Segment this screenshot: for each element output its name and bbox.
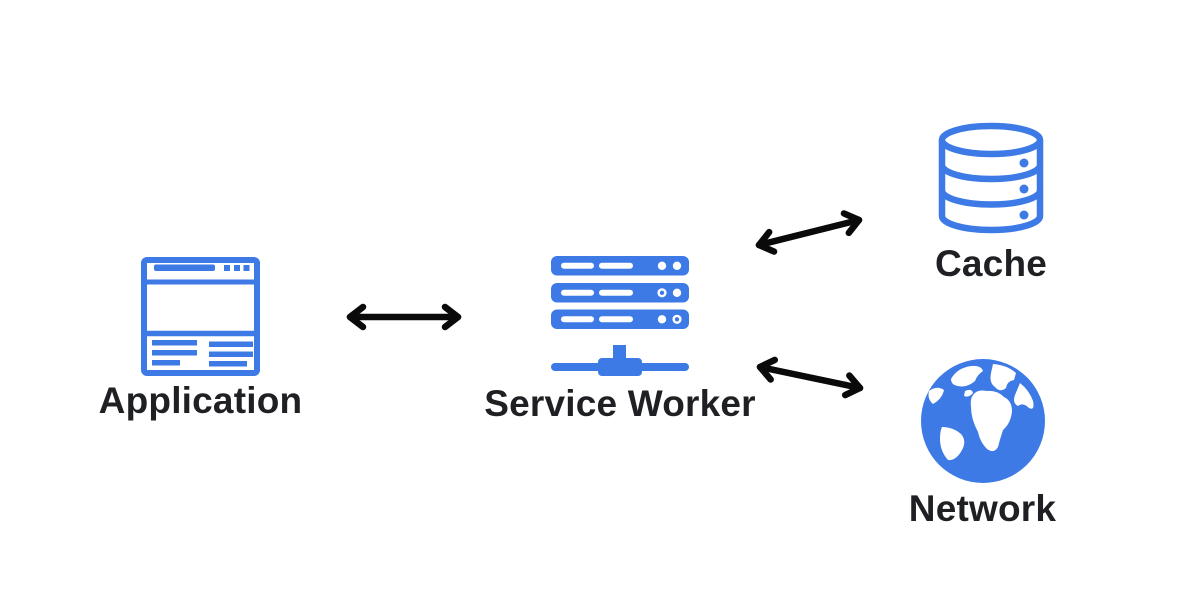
node-label-cache: Cache (934, 243, 1048, 284)
node-label-application: Application (98, 380, 303, 421)
node-label-service-worker: Service Worker (484, 383, 756, 424)
node-cache: Cache (908, 122, 1074, 286)
node-service-worker: Service Worker (468, 253, 772, 426)
server-stack-icon (551, 256, 689, 376)
node-label-network: Network (908, 488, 1057, 529)
arrow-service-worker-network (756, 356, 864, 399)
node-application: Application (93, 257, 308, 423)
database-icon (938, 122, 1044, 234)
arrow-service-worker-cache (755, 210, 863, 255)
globe-icon (920, 359, 1045, 483)
node-network: Network (895, 355, 1070, 531)
browser-window-icon (141, 257, 260, 376)
